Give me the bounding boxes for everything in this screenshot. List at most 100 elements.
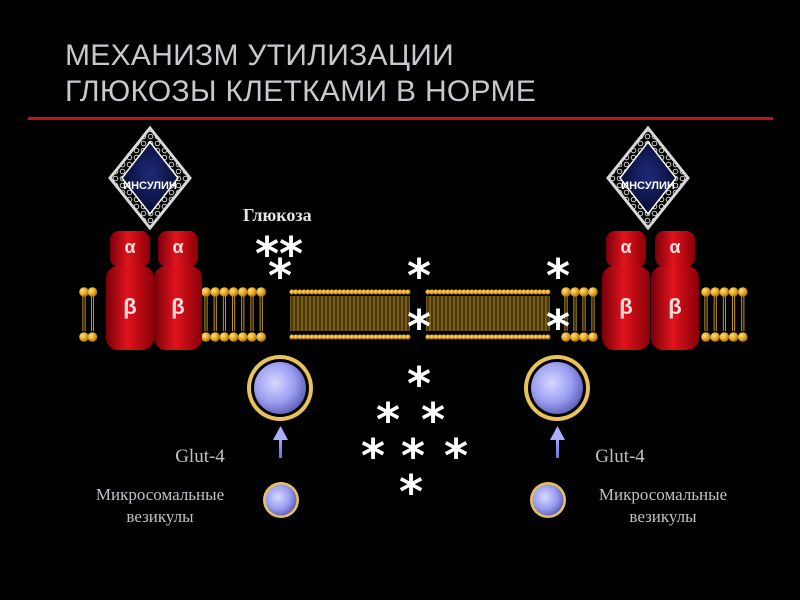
lipid-head <box>485 289 491 295</box>
lipid-head <box>210 332 220 342</box>
lipid-head <box>429 289 435 295</box>
lipid-head <box>393 334 399 340</box>
lipid-head <box>477 289 483 295</box>
glucose-molecule-icon: * <box>420 393 446 447</box>
glucose-molecule-icon: * <box>267 249 293 303</box>
lipid-head <box>317 334 323 340</box>
lipid-head <box>513 289 519 295</box>
title-line-1: МЕХАНИЗМ УТИЛИЗАЦИИ <box>65 39 455 72</box>
vesicles-label-line1: Микросомальные <box>95 485 225 504</box>
lipid-head <box>509 289 515 295</box>
alpha-subunit <box>158 231 198 267</box>
lipid-head <box>305 334 311 340</box>
lipid-head <box>289 289 295 295</box>
lipid-head <box>529 334 535 340</box>
lipid-head <box>561 287 571 297</box>
lipid-head <box>377 334 383 340</box>
lipid-head <box>437 289 443 295</box>
lipid-head <box>457 334 463 340</box>
lipid-head <box>293 334 299 340</box>
alpha-subunit <box>655 231 695 267</box>
lipid-head <box>449 334 455 340</box>
lipid-head <box>441 289 447 295</box>
lipid-head <box>505 289 511 295</box>
lipid-head <box>570 332 580 342</box>
lipid-head <box>369 289 375 295</box>
up-arrow-icon <box>550 426 565 458</box>
lipid-head <box>397 289 403 295</box>
lipid-head <box>719 287 730 297</box>
lipid-head <box>489 334 495 340</box>
lipid-head <box>357 334 363 340</box>
glucose-molecule-icon: * <box>406 249 432 303</box>
alpha-subunit-label: α <box>172 237 184 257</box>
beta-subunit-label: β <box>619 294 633 319</box>
lipid-head <box>309 334 315 340</box>
lipid-head <box>533 289 539 295</box>
lipid-head <box>373 334 379 340</box>
lipid-head <box>541 334 547 340</box>
vesicles-label-line2: везикулы <box>629 507 697 526</box>
alpha-subunit-label: α <box>669 237 681 257</box>
lipid-head <box>365 289 371 295</box>
lipid-head <box>465 289 471 295</box>
lipid-head <box>401 289 407 295</box>
glucose-molecule-icon: * <box>400 429 426 483</box>
glut4-label-right: Glut-4 <box>595 446 645 467</box>
lipid-head <box>341 334 347 340</box>
glucose-label: Глюкоза <box>243 205 312 225</box>
lipid-head <box>317 289 323 295</box>
lipid-head <box>477 334 483 340</box>
lipid-head <box>445 334 451 340</box>
lipid-head <box>385 334 391 340</box>
lipid-head <box>357 289 363 295</box>
lipid-head <box>473 289 479 295</box>
glut4-transporter-right <box>524 355 590 421</box>
lipid-head <box>570 287 580 297</box>
glucose-molecule-icon: * <box>406 300 432 354</box>
lipid-head <box>453 334 459 340</box>
lipid-head <box>256 332 267 342</box>
lipid-head <box>79 332 89 342</box>
lipid-head <box>377 289 383 295</box>
lipid-head <box>433 289 439 295</box>
lipid-head <box>579 287 589 297</box>
glucose-molecule-icon: * <box>406 357 432 411</box>
microsomal-vesicle-left <box>263 482 299 518</box>
lipid-head <box>481 289 487 295</box>
lipid-head <box>238 332 248 342</box>
lipid-head <box>373 289 379 295</box>
lipid-head <box>353 334 359 340</box>
glucose-molecule-icon: * <box>254 227 280 281</box>
lipid-head <box>228 332 239 342</box>
lipid-head <box>341 289 347 295</box>
lipid-head <box>738 287 748 297</box>
vesicles-label-left: Микросомальные везикулы <box>70 484 250 528</box>
lipid-head <box>449 289 455 295</box>
lipid-head <box>325 289 331 295</box>
lipid-head <box>289 334 295 340</box>
lipid-head <box>457 289 463 295</box>
lipid-head <box>349 334 355 340</box>
lipid-head <box>513 334 519 340</box>
lipid-head <box>401 334 407 340</box>
lipid-head <box>445 289 451 295</box>
title-line-2: ГЛЮКОЗЫ КЛЕТКАМИ В НОРМЕ <box>65 75 537 108</box>
lipid-head <box>313 289 319 295</box>
lipid-head <box>389 289 395 295</box>
glut4-transporter-left <box>247 355 313 421</box>
lipid-head <box>201 287 211 297</box>
lipid-head <box>437 334 443 340</box>
lipid-head <box>533 334 539 340</box>
lipid-head <box>485 334 491 340</box>
lipid-head <box>87 332 98 342</box>
insulin-label-left: ИНСУЛИН <box>123 180 177 192</box>
glut4-label-left: Glut-4 <box>175 446 225 467</box>
lipid-head <box>337 334 343 340</box>
lipid-head <box>337 289 343 295</box>
lipid-head <box>301 289 307 295</box>
lipid-head <box>393 289 399 295</box>
lipid-head <box>710 287 720 297</box>
lipid-head <box>728 287 739 297</box>
